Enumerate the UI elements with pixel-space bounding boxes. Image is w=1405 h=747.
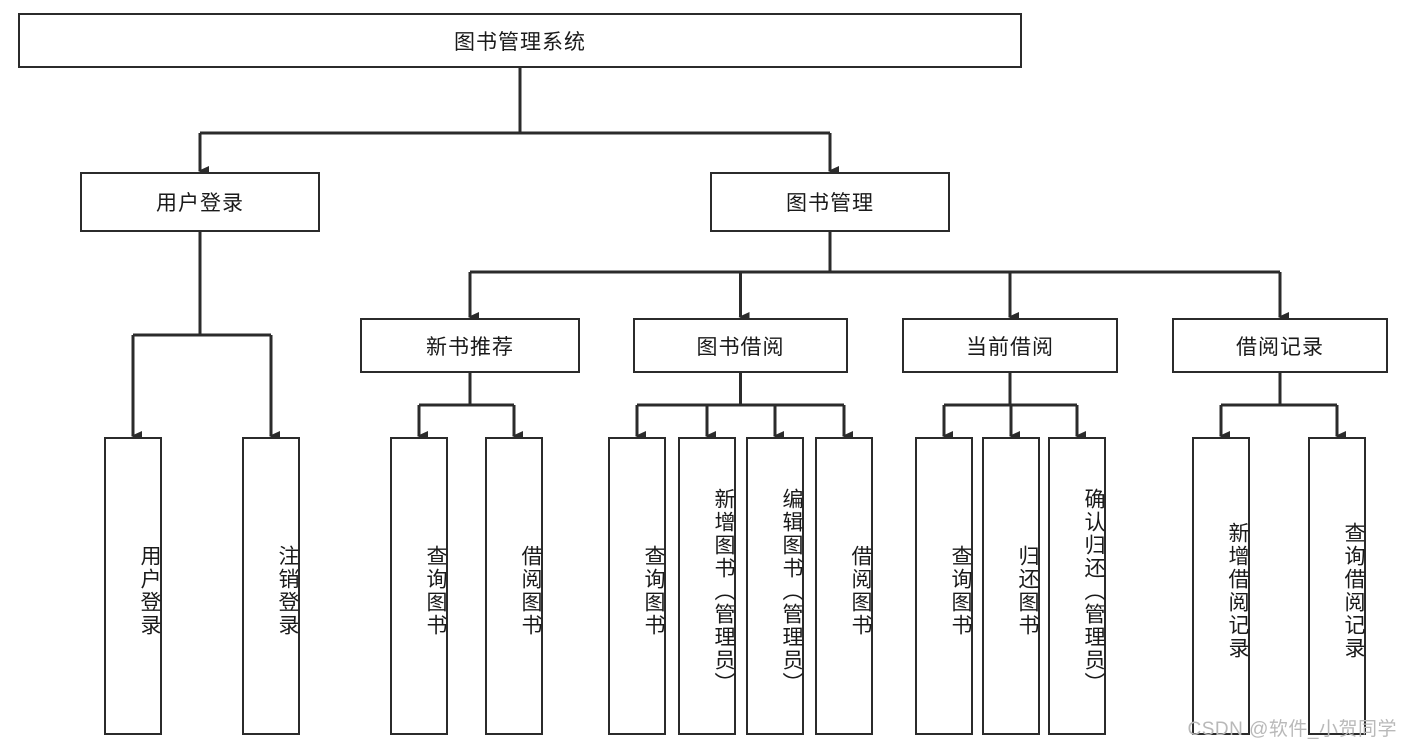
node-leaf-query-book-cur-label: 查询图书 [949,545,972,637]
node-book-manage[interactable]: 图书管理 [710,172,950,232]
node-root-label: 图书管理系统 [454,30,586,54]
node-leaf-query-record-label: 查询借阅记录 [1342,522,1365,660]
node-leaf-edit-book[interactable]: 编辑图书（管理员） [746,437,804,735]
node-current-borrow-label: 当前借阅 [966,335,1054,359]
node-user-login-label: 用户登录 [156,192,244,215]
node-new-book-rec-label: 新书推荐 [426,335,514,359]
node-leaf-add-record-label: 新增借阅记录 [1226,522,1249,660]
node-leaf-borrow-book[interactable]: 借阅图书 [815,437,873,735]
node-leaf-query-record[interactable]: 查询借阅记录 [1308,437,1366,735]
node-leaf-query-book-cur[interactable]: 查询图书 [915,437,973,735]
node-leaf-user-login[interactable]: 用户登录 [104,437,162,735]
node-leaf-query-book-borrow-label: 查询图书 [642,545,665,637]
node-leaf-confirm-return[interactable]: 确认归还（管理员） [1048,437,1106,735]
node-book-borrow-label: 图书借阅 [696,335,785,359]
node-book-borrow[interactable]: 图书借阅 [633,318,848,373]
node-leaf-return-book-label: 归还图书 [1016,545,1039,637]
node-root[interactable]: 图书管理系统 [18,13,1022,68]
node-leaf-return-book[interactable]: 归还图书 [982,437,1040,735]
node-leaf-confirm-return-label: 确认归还（管理员） [1082,487,1105,695]
node-leaf-borrow-book-rec[interactable]: 借阅图书 [485,437,543,735]
node-leaf-query-book-borrow[interactable]: 查询图书 [608,437,666,735]
node-borrow-record[interactable]: 借阅记录 [1172,318,1388,373]
node-new-book-rec[interactable]: 新书推荐 [360,318,580,373]
node-leaf-user-logout-label: 注销登录 [276,545,299,637]
node-user-login[interactable]: 用户登录 [80,172,320,232]
node-borrow-record-label: 借阅记录 [1236,335,1324,359]
node-leaf-user-logout[interactable]: 注销登录 [242,437,300,735]
node-leaf-borrow-book-rec-label: 借阅图书 [519,545,542,637]
node-leaf-query-book-rec-label: 查询图书 [424,545,447,637]
node-leaf-user-login-label: 用户登录 [138,545,161,637]
node-leaf-add-book[interactable]: 新增图书（管理员） [678,437,736,735]
node-current-borrow[interactable]: 当前借阅 [902,318,1118,373]
node-leaf-borrow-book-label: 借阅图书 [849,545,872,637]
node-leaf-query-book-rec[interactable]: 查询图书 [390,437,448,735]
node-leaf-add-record[interactable]: 新增借阅记录 [1192,437,1250,735]
node-leaf-edit-book-label: 编辑图书（管理员） [780,487,803,695]
node-leaf-add-book-label: 新增图书（管理员） [712,487,735,695]
node-book-manage-label: 图书管理 [786,192,874,215]
